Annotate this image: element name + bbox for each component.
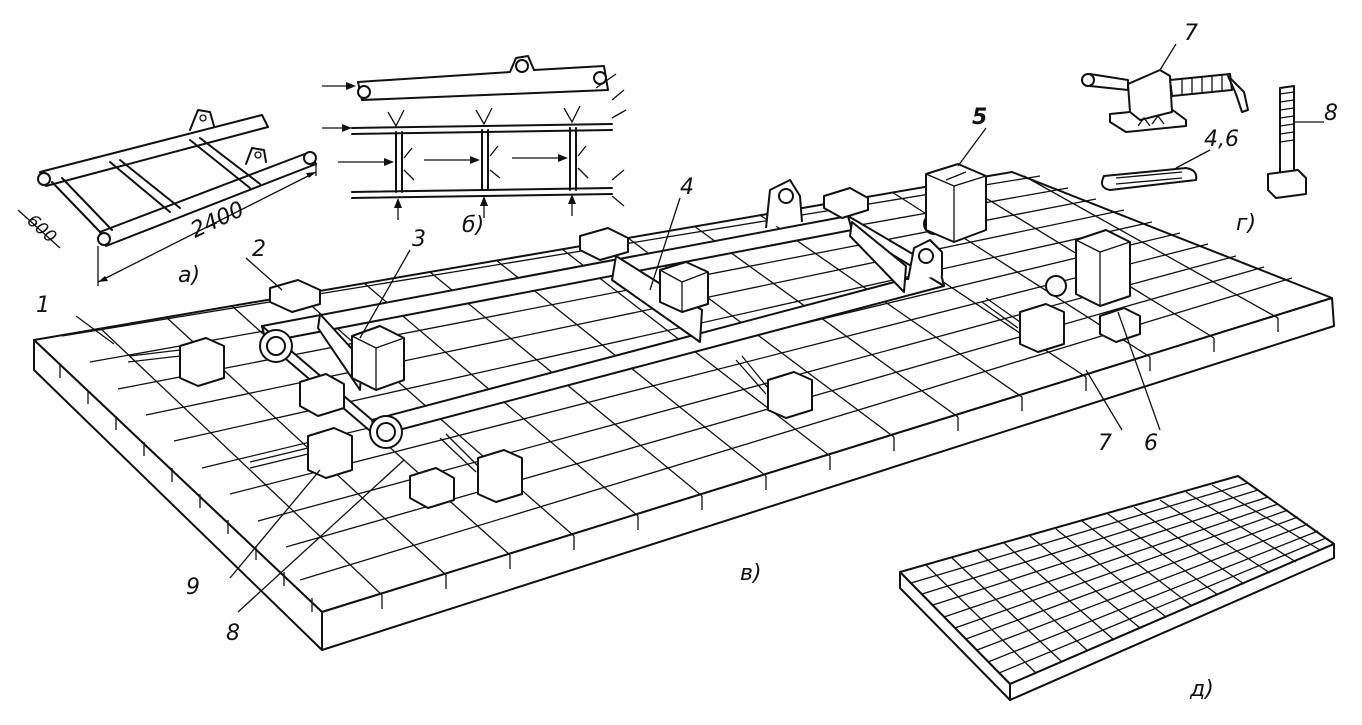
view-b-label: б): [462, 213, 484, 238]
label-part-7: 7: [1098, 431, 1112, 456]
label-part-5: 5: [972, 105, 987, 130]
view-a-lifting-frame: 2400 600 а): [17, 109, 317, 288]
dim-length-label: 2400: [187, 197, 248, 243]
label-part-2: 2: [252, 237, 266, 262]
label-detail-4-6: 4,6: [1204, 127, 1239, 152]
label-detail-7: 7: [1184, 21, 1198, 46]
label-part-8: 8: [226, 621, 240, 646]
label-part-3: 3: [412, 227, 426, 252]
label-part-1: 1: [36, 293, 50, 318]
view-b-schematic: б): [322, 55, 627, 238]
view-g-details: 7 4,6 8 г): [1081, 21, 1338, 236]
label-part-6: 6: [1144, 431, 1158, 456]
view-v-main-slab: 1 2 3 4 5 6 7 8 9 в): [33, 105, 1335, 651]
dim-width-label: 600: [23, 211, 60, 248]
view-d-label: д): [1189, 677, 1214, 702]
label-detail-8: 8: [1324, 101, 1338, 126]
view-a-label: а): [178, 263, 200, 288]
label-part-4: 4: [680, 175, 694, 200]
view-v-label: в): [740, 561, 762, 586]
view-d-small-slab: д): [899, 475, 1335, 702]
label-part-9: 9: [186, 575, 200, 600]
view-g-label: г): [1236, 211, 1256, 236]
